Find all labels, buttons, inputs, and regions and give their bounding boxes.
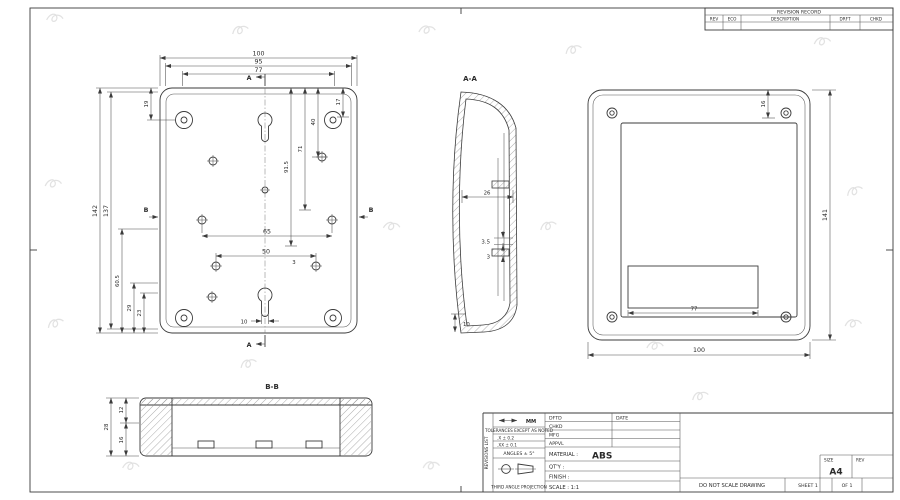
chkd-label: CHKD	[549, 424, 563, 430]
corner-bosses	[175, 111, 342, 327]
section-aa-profile	[452, 91, 518, 334]
dim-26: 26	[484, 191, 491, 197]
scale-label: SCALE : 1:1	[549, 485, 579, 491]
sheet-of-label: OF 1	[842, 483, 853, 489]
back-view: 16 141 77 100	[587, 89, 836, 359]
dim-142: 142	[92, 205, 99, 217]
dim-17: 17	[336, 99, 342, 106]
section-aa-title: A-A	[463, 75, 477, 83]
dim-95: 95	[254, 59, 262, 66]
section-label-a-bottom: A	[247, 342, 252, 349]
back-corner-holes	[606, 107, 792, 323]
drawing-frame	[29, 7, 894, 493]
dim-91-5: 91.5	[284, 161, 290, 173]
dftd-label: DFTD	[549, 416, 562, 422]
section-bb-profile	[139, 397, 373, 457]
dim-100: 100	[252, 51, 264, 58]
dim-100-back: 100	[693, 347, 705, 354]
tolerance-row-2: .XX ± 0.1	[497, 442, 517, 447]
third-angle-projection-icon	[498, 463, 536, 475]
back-face-panel	[620, 122, 798, 318]
back-outline	[587, 89, 811, 341]
tolerance-row-1: .X ± 0.2	[497, 435, 514, 440]
dim-16-back: 16	[761, 100, 767, 107]
dim-77-back: 77	[691, 307, 698, 313]
size-value: A4	[829, 468, 842, 478]
revision-col-eco: ECO	[728, 16, 738, 21]
section-bb-view: B-B 28 12 16	[104, 383, 373, 457]
title-block: REVISIONS LIST MM TOLERANCES EXCEPT AS N…	[482, 412, 893, 492]
keyhole-slot-bottom	[257, 287, 273, 317]
front-outline	[159, 87, 358, 334]
keyhole-slot-top	[257, 112, 273, 142]
material-value: ABS	[592, 452, 612, 462]
section-aa-view: A-A 26 3.5 3 10	[451, 75, 518, 334]
title-block-side-label: REVISIONS LIST	[484, 436, 489, 469]
rev-label: REV	[856, 458, 865, 463]
dim-3b: 3	[487, 255, 490, 261]
dim-141: 141	[822, 209, 829, 221]
units-label: MM	[526, 419, 536, 425]
dim-19: 19	[144, 100, 150, 107]
date-label: DATE	[616, 416, 628, 422]
section-label-b-right: B	[369, 207, 374, 214]
dim-40: 40	[311, 118, 317, 125]
revision-record-title: REVISION RECORD	[777, 9, 821, 15]
dim-28: 28	[104, 423, 110, 430]
qty-label: QT'Y :	[549, 465, 564, 471]
revision-col-rev: REV	[710, 16, 719, 21]
dim-23: 23	[137, 310, 143, 317]
dim-71: 71	[298, 146, 304, 153]
size-label: SIZE	[824, 458, 834, 463]
dim-137: 137	[103, 205, 110, 217]
dim-3-5: 3.5	[481, 240, 490, 246]
dim-77: 77	[254, 67, 262, 74]
dim-60-5: 60.5	[115, 275, 121, 287]
angles-tolerance: ANGLES ± 5°	[503, 451, 534, 457]
tolerances-heading: TOLERANCES EXCEPT AS NOTED	[484, 428, 553, 433]
mfg-label: MFG	[549, 433, 560, 439]
material-label: MATERIAL :	[549, 452, 578, 458]
revision-record-table: REVISION RECORD REV ECO DESCRIPTION DRFT…	[704, 7, 894, 31]
dim-65: 65	[263, 229, 271, 236]
dim-10b: 10	[463, 322, 470, 328]
projection-label: THIRD ANGLE PROJECTION	[490, 485, 547, 490]
dim-50: 50	[262, 249, 270, 256]
revision-col-description: DESCRIPTION	[771, 16, 799, 21]
dim-12: 12	[119, 407, 125, 414]
revision-col-drft: DRFT	[839, 16, 850, 21]
dim-10: 10	[241, 320, 248, 326]
back-recess	[627, 265, 759, 309]
revision-col-chkd: CHKD	[870, 16, 882, 21]
section-label-a-top: A	[247, 75, 252, 82]
dim-16-bb: 16	[119, 436, 125, 443]
sheet-label: SHEET 1	[798, 483, 818, 489]
front-view: 100 95 77 A A B B 142 137 19 60.5 29 23	[92, 51, 374, 350]
section-bb-title: B-B	[265, 383, 279, 391]
do-not-scale-note: DO NOT SCALE DRAWING	[699, 483, 765, 489]
dim-29: 29	[127, 304, 133, 311]
inner-bosses	[196, 151, 338, 303]
appvl-label: APPVL	[549, 441, 564, 447]
section-label-b-left: B	[144, 207, 149, 214]
finish-label: FINISH :	[549, 475, 570, 481]
dim-3: 3	[292, 260, 295, 266]
